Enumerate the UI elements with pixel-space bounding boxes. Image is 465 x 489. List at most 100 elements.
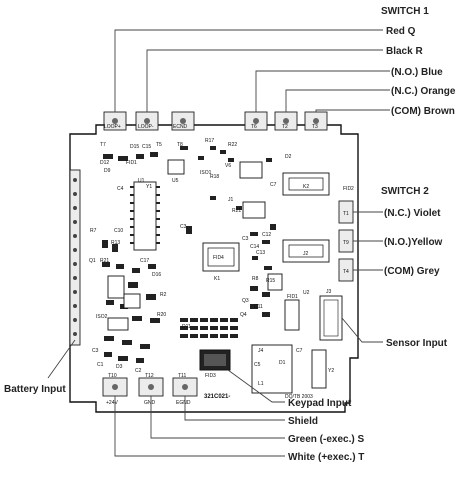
ref-u5: U5 [172,178,179,184]
ref-c9: C11 [254,304,263,310]
ref-c15: R2 [160,292,167,298]
ref-t5: T5 [156,142,162,148]
terminal-gnd: GND [144,400,156,406]
resistor-array [180,318,238,338]
board-model: 321C021- [204,394,230,400]
label-black-r: Black R [386,46,423,57]
ref-r20: R21 [100,258,109,264]
iso1-chip: V6 [225,161,263,179]
ref-l1: FID1 [287,294,298,300]
board-date: DQ/TB 2003 [285,394,313,400]
ref-j4: L1 [258,381,264,387]
ref-r18: R20 [157,312,166,318]
ref-q3: ISO1 [200,170,212,176]
regulators [107,273,283,331]
ref-c10: C12 [262,232,271,238]
terminal-24v: +24V [106,400,118,406]
ref-d7: D9 [104,168,111,174]
ref-r8: R15 [266,278,275,284]
ref-c11: C7 [270,182,277,188]
ref-u4: U2 [303,290,310,296]
ref-k1: K2 [303,184,309,190]
label-switch1: SWITCH 1 [381,6,429,17]
terminal-egnd: EGND [176,400,191,406]
ref-fid2: FID2 [343,186,354,192]
ref-fid4: FID4 [213,255,224,261]
ref-r21: R22 [228,142,237,148]
ref-r7: R13 [111,240,120,246]
right-terminals: T1 T9 T4 [338,200,354,282]
label-nc-orange: (N.C.) Orange [391,86,456,97]
ref-d1: D1 [279,360,286,366]
sensor-connector: J3 [319,289,343,341]
label-green-exec: Green (-exec.) S [288,434,364,445]
ref-c17: C17 [140,258,149,264]
ref-u1: U1 [138,178,145,184]
ref-d9: D12 [100,160,109,166]
ref-d15: C2 [135,368,142,374]
label-sensor-input: Sensor Input [386,338,448,349]
ref-d11: D16 [152,272,161,278]
terminal-t3: T3 [312,124,318,130]
ref-c1: C3 [242,236,249,242]
leader-lines [47,29,390,457]
label-switch2: SWITCH 2 [381,186,429,197]
ref-d12: C1 [97,362,104,368]
label-no-blue: (N.O.) Blue [391,67,443,78]
terminal-loop-plus: LOOP+ [104,124,121,130]
ref-iso1: V6 [225,163,231,169]
u5-chip: U5 [167,159,185,184]
label-nc-violet: (N.C.) Violet [384,208,441,219]
ref-c12: C13 [256,250,265,256]
ref-k2: J2 [303,251,309,257]
ref-y1: Y1 [146,184,152,190]
ref-t4: T4 [343,269,349,275]
label-shield: Shield [288,416,318,427]
ref-t9: T9 [343,240,349,246]
ref-r13: R17 [205,138,214,144]
ref-d2: D2 [285,154,292,160]
ref-c13: C14 [250,244,259,250]
label-red-q: Red Q [386,26,416,37]
label-white-exec: White (+exec.) T [288,452,364,463]
terminal-loop-minus: LOOP- [138,124,154,130]
label-battery-input: Battery Input [4,384,66,395]
ref-d10: D15 [130,144,139,150]
smd-components [102,146,276,363]
ref-q4: ISO2 [96,314,108,320]
label-com-grey: (COM) Grey [384,266,440,277]
terminal-t6: T6 [251,124,257,130]
j3-connector: J4 L1 [251,344,293,394]
ref-q2: Q4 [240,312,247,318]
ref-t10: T10 [108,373,117,379]
ref-r17: R21 [232,208,241,214]
ref-q1: Q3 [242,298,249,304]
ref-r22: Q1 [89,258,96,264]
ref-v2: K1 [214,276,220,282]
ref-r15: R18 [210,174,219,180]
ref-d16: C3 [92,348,99,354]
ref-t12: T12 [145,373,154,379]
ref-r5: R8 [252,276,259,282]
relay-k2: J2 [282,239,330,263]
ref-c5: C7 [296,348,303,354]
v2-processor: FID4 K1 [202,242,240,282]
ref-c2: C3 [180,224,187,230]
relay-k1: K2 [282,172,330,196]
ref-r2: R7 [90,228,97,234]
u1-chip: U1 Y1 [130,178,160,251]
ref-c3: C4 [117,186,124,192]
l1-inductor: FID1 [284,294,300,331]
ref-c7: C10 [114,228,123,234]
ref-c14: C15 [142,144,151,150]
ref-d8: D11 [182,324,191,330]
ref-t11: T11 [178,373,186,379]
pcb-ref-labels: FID1 FID2 D15 C15 R17 R22 D2 C7 R18 ISO1… [89,138,354,374]
ref-j3: J4 [258,348,264,354]
bottom-terminals: T10 T12 T11 +24V GND EGND [102,373,198,406]
ref-t1: T1 [343,211,349,217]
battery-connector [69,169,81,346]
label-no-yellow: (N.O.)Yellow [384,237,443,248]
ref-t7: T7 [100,142,106,148]
